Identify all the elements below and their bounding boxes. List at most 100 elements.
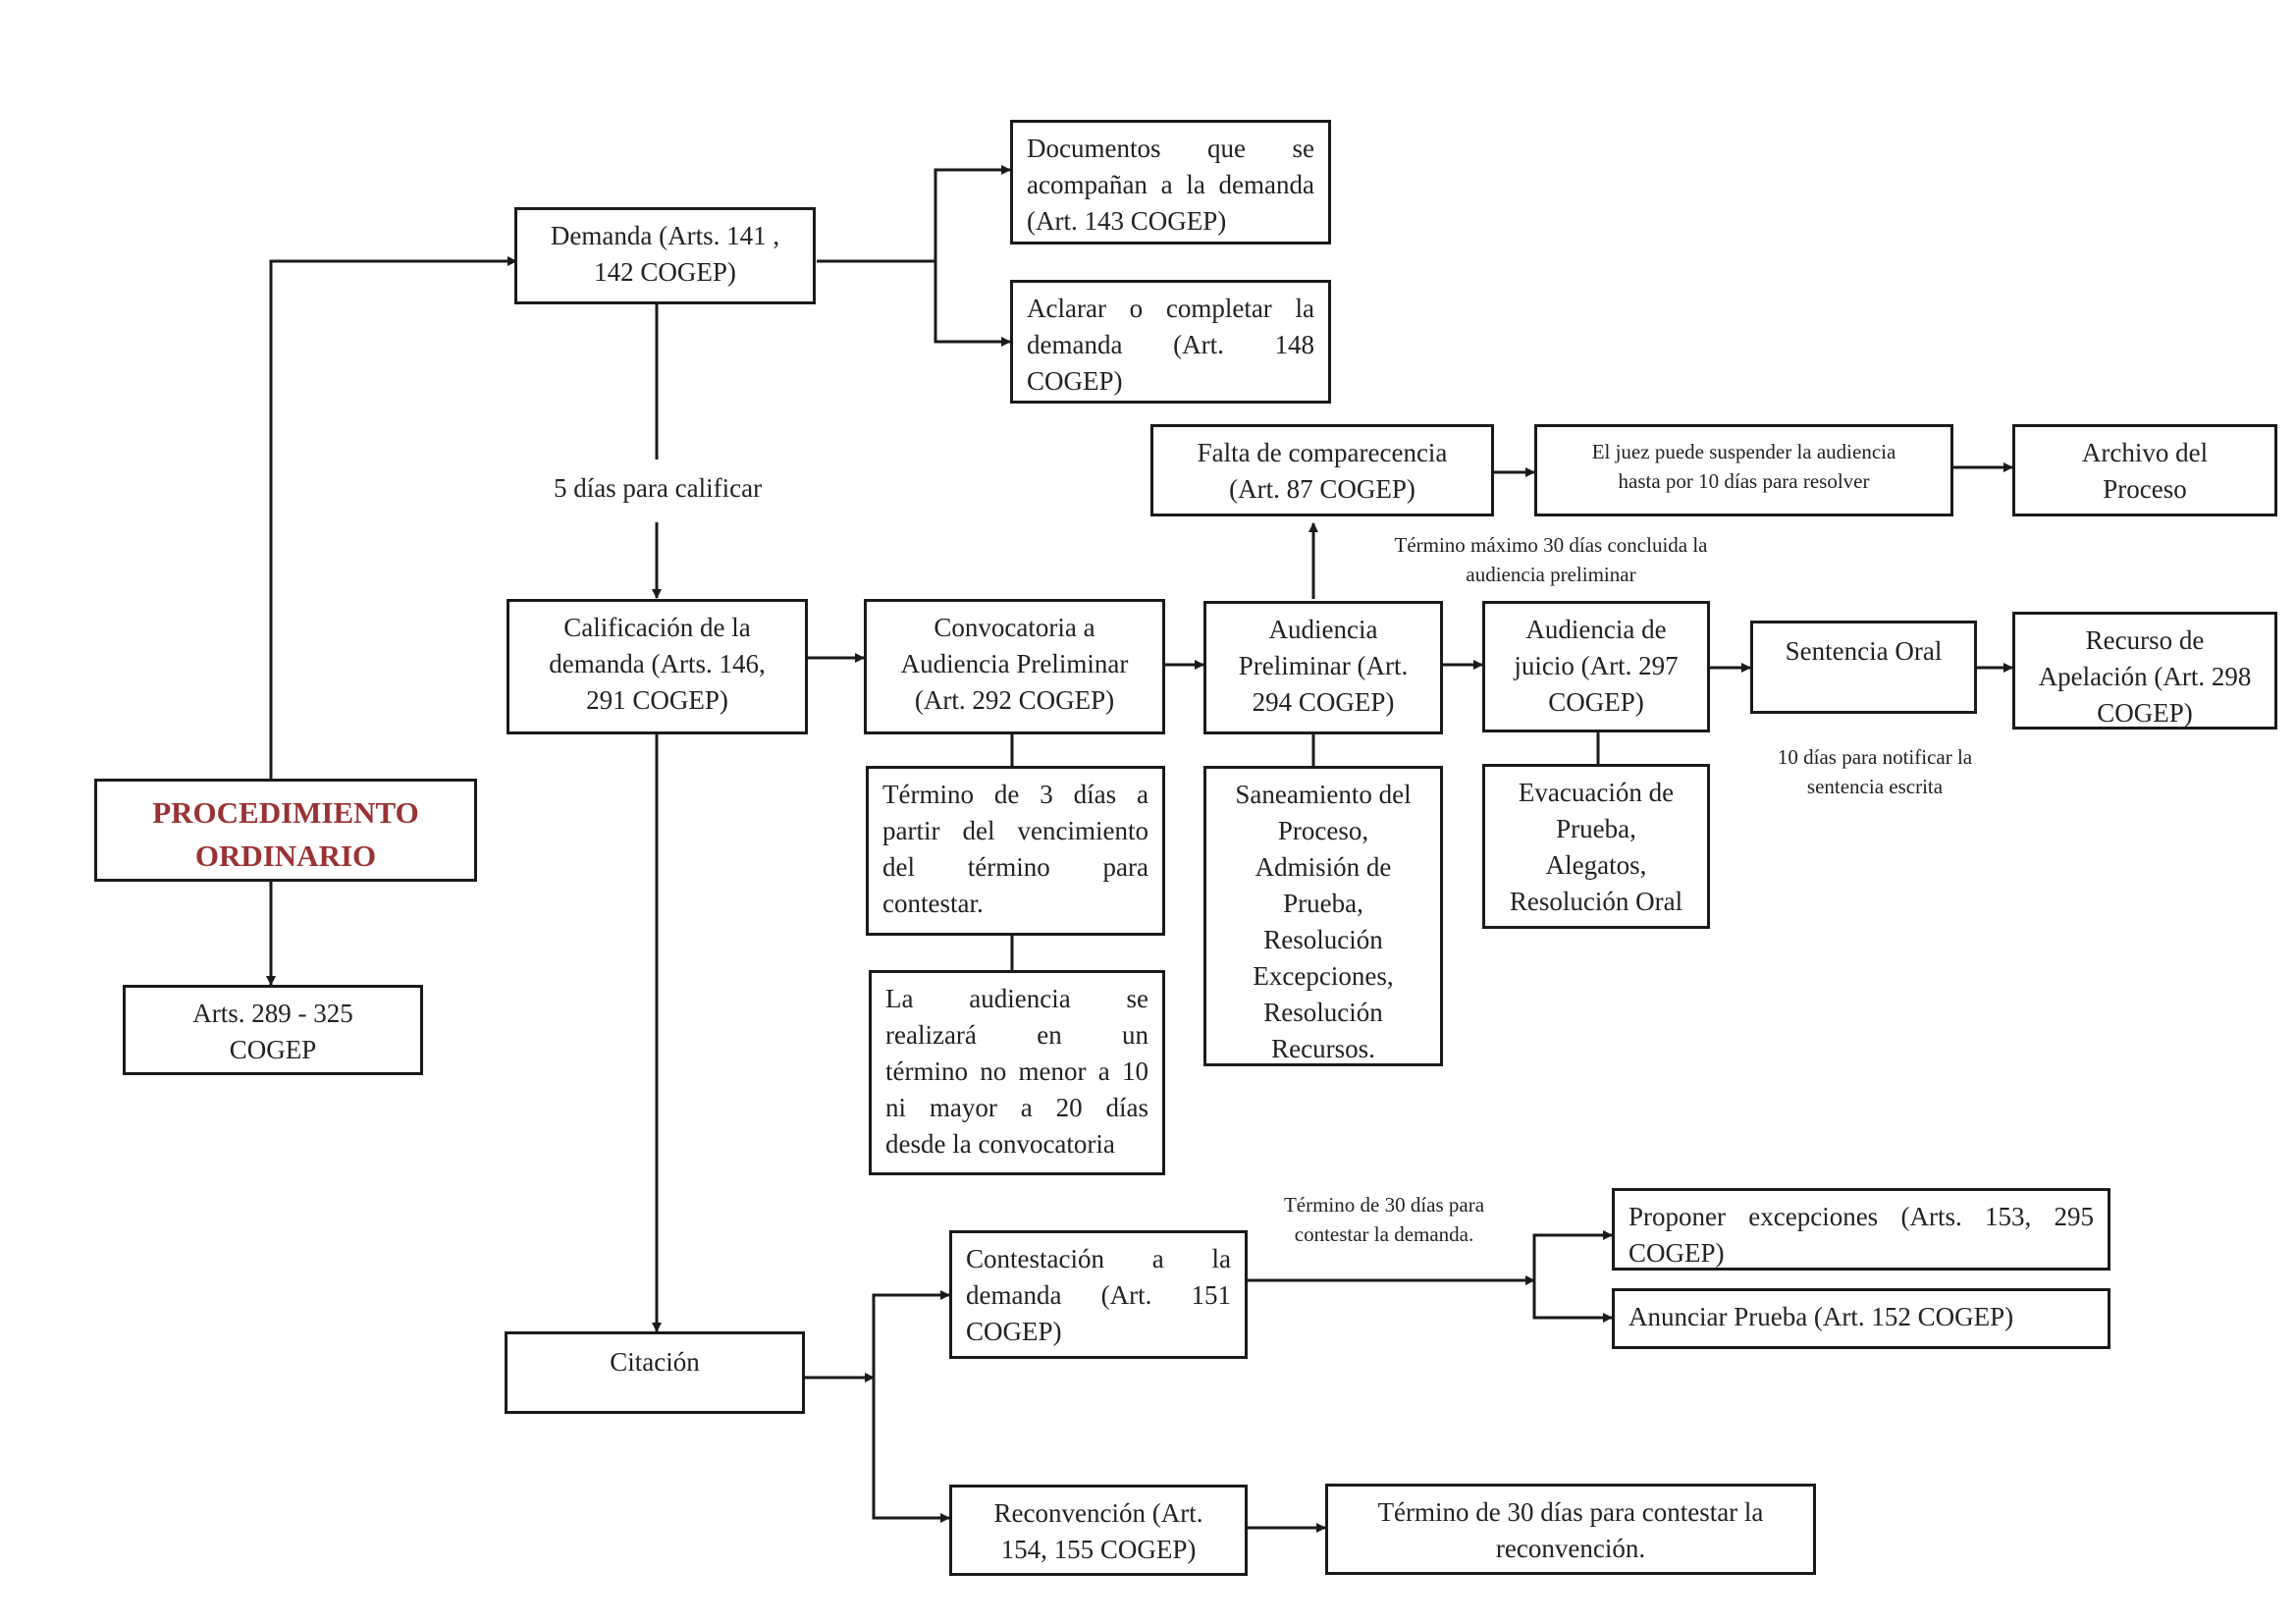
- termino-max-line-2: audiencia preliminar: [1466, 563, 1636, 586]
- calificacion-line-1: Calificación de la: [563, 613, 751, 642]
- recurso-line-3: COGEP): [2097, 698, 2193, 728]
- termino-reconv-line-1: Término de 30 días para contestar la: [1377, 1497, 1764, 1527]
- realizara-line-2: realizará en un: [885, 1020, 1148, 1050]
- archivo-proceso-box: Archivo del Proceso: [2012, 424, 2277, 516]
- reconvencion-line-1: Reconvención (Art.: [993, 1498, 1203, 1528]
- convocatoria-line-1: Convocatoria a: [934, 613, 1095, 642]
- sentencia-label: Sentencia Oral: [1785, 636, 1943, 666]
- contestacion-line-3: COGEP): [966, 1317, 1062, 1346]
- anunciar-prueba-box: Anunciar Prueba (Art. 152 COGEP): [1612, 1288, 2110, 1349]
- demanda-line-1: Demanda (Arts. 141 ,: [550, 221, 780, 250]
- arrow-to-proponer: [1532, 1230, 1613, 1280]
- documentos-box: Documentos que se acompañan a la demanda…: [1010, 120, 1331, 244]
- procedimiento-ordinario-box: PROCEDIMIENTO ORDINARIO: [94, 779, 477, 882]
- termino-30-dias-label: Término de 30 días para contestar la dem…: [1237, 1190, 1531, 1249]
- convocatoria-box: Convocatoria a Audiencia Preliminar (Art…: [864, 599, 1165, 734]
- evacuacion-line-3: Alegatos,: [1545, 850, 1647, 880]
- saneamiento-line-8: Recursos.: [1271, 1034, 1375, 1063]
- articulos-box: Arts. 289 - 325 COGEP: [123, 985, 423, 1075]
- audiencia-preliminar-box: Audiencia Preliminar (Art. 294 COGEP): [1203, 601, 1443, 734]
- saneamiento-box: Saneamiento del Proceso, Admisión de Pru…: [1203, 766, 1443, 1066]
- proponer-excepciones-box: Proponer excepciones (Arts. 153, 295 COG…: [1612, 1188, 2110, 1271]
- reconvencion-line-2: 154, 155 COGEP): [1000, 1535, 1197, 1564]
- saneamiento-line-5: Resolución: [1263, 925, 1383, 954]
- notificar-line-2: sentencia escrita: [1806, 775, 1944, 798]
- termino-maximo-label: Término máximo 30 días concluida la audi…: [1355, 530, 1747, 589]
- juicio-line-3: COGEP): [1548, 687, 1644, 717]
- citacion-box: Citación: [505, 1331, 805, 1414]
- saneamiento-line-4: Prueba,: [1283, 889, 1363, 918]
- termino-3-dias-box: Término de 3 días a partir del vencimien…: [866, 766, 1165, 936]
- realizara-line-3: término no menor a 10: [885, 1056, 1148, 1086]
- juez-line-1: El juez puede suspender la audiencia: [1591, 440, 1896, 463]
- anunciar-label: Anunciar Prueba (Art. 152 COGEP): [1629, 1302, 2014, 1331]
- convocatoria-line-2: Audiencia Preliminar: [900, 649, 1129, 678]
- juez-line-2: hasta por 10 días para resolver: [1618, 469, 1870, 493]
- title-line-1: PROCEDIMIENTO: [152, 795, 419, 830]
- title-line-2: ORDINARIO: [194, 839, 377, 873]
- calificacion-box: Calificación de la demanda (Arts. 146, 2…: [507, 599, 808, 734]
- calificacion-line-3: 291 COGEP): [586, 685, 728, 715]
- recurso-line-2: Apelación (Art. 298: [2038, 662, 2252, 691]
- recurso-line-1: Recurso de: [2085, 625, 2205, 655]
- termino-30-line-1: Término de 30 días para: [1283, 1193, 1485, 1217]
- dias-notificar-label: 10 días para notificar la sentencia escr…: [1728, 742, 2022, 801]
- arrow-to-aclarar: [934, 261, 1011, 347]
- termino-max-line-1: Término máximo 30 días concluida la: [1394, 533, 1708, 557]
- calificacion-line-2: demanda (Arts. 146,: [549, 649, 766, 678]
- evacuacion-box: Evacuación de Prueba, Alegatos, Resoluci…: [1482, 764, 1710, 929]
- notificar-line-1: 10 días para notificar la: [1777, 745, 1973, 769]
- juicio-line-2: juicio (Art. 297: [1514, 651, 1679, 680]
- preliminar-line-1: Audiencia: [1268, 615, 1378, 644]
- juicio-line-1: Audiencia de: [1525, 615, 1667, 644]
- arrow-title-to-demanda: [269, 256, 517, 779]
- archivo-line-2: Proceso: [2103, 474, 2187, 504]
- articulos-line-1: Arts. 289 - 325: [192, 999, 353, 1028]
- archivo-line-1: Archivo del: [2081, 438, 2209, 467]
- preliminar-line-2: Preliminar (Art.: [1238, 651, 1409, 680]
- contestacion-box: Contestación a la demanda (Art. 151 COGE…: [949, 1230, 1248, 1359]
- evacuacion-line-2: Prueba,: [1556, 814, 1636, 843]
- demanda-line-2: 142 COGEP): [594, 257, 736, 287]
- realizara-line-5: desde la convocatoria: [885, 1129, 1115, 1159]
- realizara-line-1: La audiencia se: [885, 984, 1148, 1013]
- demanda-box: Demanda (Arts. 141 , 142 COGEP): [514, 207, 816, 304]
- proponer-line-1: Proponer excepciones (Arts. 153, 295: [1629, 1202, 2094, 1231]
- arrow-to-documentos: [934, 165, 1011, 261]
- audiencia-realizara-box: La audiencia se realizará en un término …: [869, 970, 1165, 1175]
- arrow-to-contestacion: [872, 1290, 950, 1378]
- falta-comparecencia-box: Falta de comparecencia (Art. 87 COGEP): [1150, 424, 1494, 516]
- aclarar-line-3: COGEP): [1027, 366, 1123, 396]
- convocatoria-line-3: (Art. 292 COGEP): [914, 685, 1115, 715]
- aclarar-line-1: Aclarar o completar la: [1027, 294, 1314, 323]
- termino-30-line-2: contestar la demanda.: [1294, 1222, 1474, 1246]
- termino-3-line-4: contestar.: [882, 889, 984, 918]
- aclarar-line-2: demanda (Art. 148: [1027, 330, 1314, 359]
- saneamiento-line-3: Admisión de: [1255, 852, 1392, 882]
- proponer-line-2: COGEP): [1629, 1238, 1725, 1268]
- arrow-to-anunciar: [1532, 1280, 1613, 1323]
- termino-3-line-1: Término de 3 días a: [882, 780, 1148, 809]
- aclarar-box: Aclarar o completar la demanda (Art. 148…: [1010, 280, 1331, 404]
- arrow-to-reconvencion: [872, 1378, 950, 1523]
- contestacion-line-1: Contestación a la: [966, 1244, 1231, 1273]
- saneamiento-line-1: Saneamiento del: [1235, 780, 1412, 809]
- saneamiento-line-7: Resolución: [1263, 998, 1383, 1027]
- recurso-apelacion-box: Recurso de Apelación (Art. 298 COGEP): [2012, 612, 2277, 730]
- documentos-line-1: Documentos que se: [1027, 134, 1314, 163]
- termino-3-line-2: partir del vencimiento: [882, 816, 1148, 845]
- termino-reconv-line-2: reconvención.: [1495, 1534, 1646, 1563]
- documentos-line-2: acompañan a la demanda: [1027, 170, 1314, 199]
- saneamiento-line-6: Excepciones,: [1253, 961, 1394, 991]
- citacion-label: Citación: [610, 1347, 700, 1377]
- preliminar-line-3: 294 COGEP): [1252, 687, 1395, 717]
- audiencia-juicio-box: Audiencia de juicio (Art. 297 COGEP): [1482, 601, 1710, 732]
- realizara-line-4: ni mayor a 20 días: [885, 1093, 1148, 1122]
- reconvencion-box: Reconvención (Art. 154, 155 COGEP): [949, 1485, 1248, 1576]
- articulos-line-2: COGEP: [229, 1035, 317, 1064]
- termino-3-line-3: del término para: [882, 852, 1148, 882]
- dias-calificar-label: 5 días para calificar: [553, 473, 763, 503]
- contestacion-line-2: demanda (Art. 151: [966, 1280, 1231, 1310]
- termino-reconvencion-box: Término de 30 días para contestar la rec…: [1325, 1484, 1816, 1575]
